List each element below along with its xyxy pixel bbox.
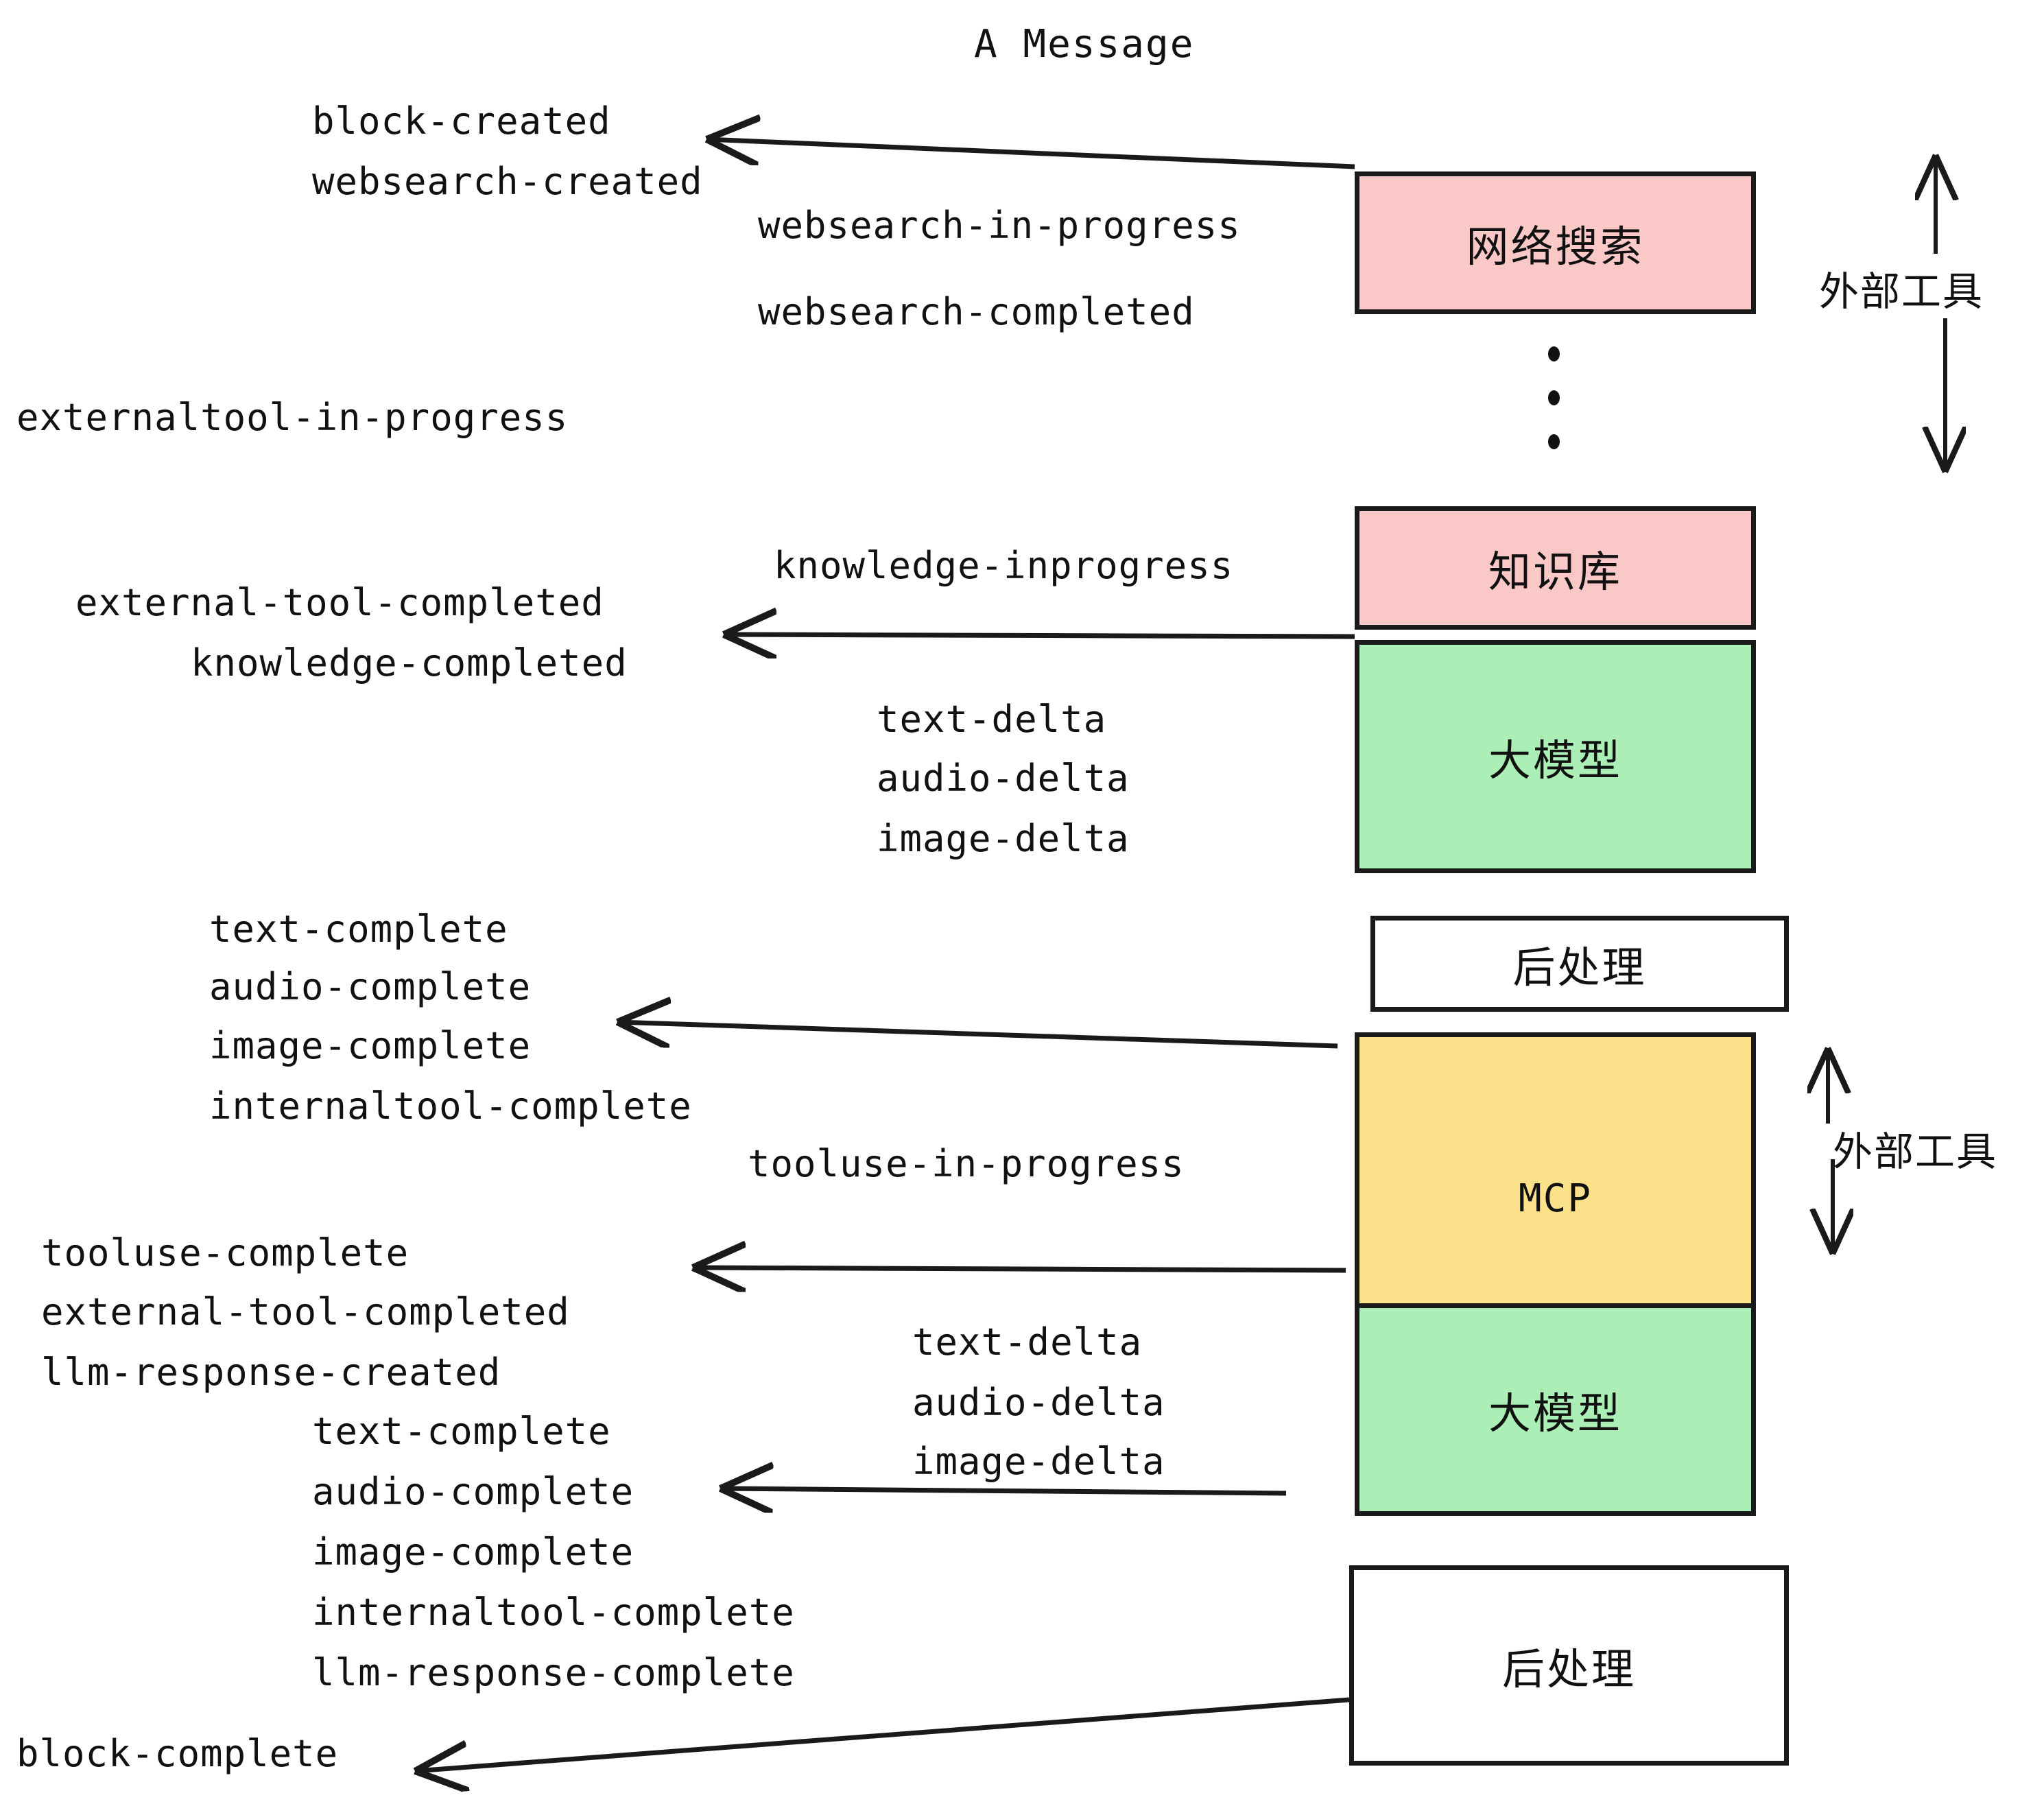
- event-label: audio-delta: [912, 1381, 1165, 1424]
- event-label: tooluse-complete: [41, 1231, 409, 1274]
- node-llm2: 大模型: [1355, 1303, 1756, 1516]
- event-label: llm-response-created: [41, 1351, 501, 1394]
- event-label: audio-complete: [209, 965, 532, 1008]
- event-label: block-complete: [16, 1732, 339, 1775]
- event-label: audio-complete: [312, 1470, 634, 1513]
- event-label: knowledge-completed: [191, 641, 628, 685]
- event-label: text-complete: [209, 907, 508, 951]
- event-label: image-complete: [312, 1530, 634, 1574]
- post2-to-audio-complete-arrow: [720, 1488, 1287, 1493]
- event-label: image-delta: [912, 1440, 1165, 1483]
- event-label: websearch-created: [312, 160, 703, 203]
- event-label: image-complete: [209, 1024, 532, 1067]
- ellipsis-dot: [1547, 390, 1560, 405]
- event-label: text-delta: [877, 698, 1107, 741]
- post2-to-block-complete-arrow: [415, 1697, 1350, 1771]
- event-label: audio-delta: [877, 757, 1130, 800]
- ellipsis-dot: [1547, 434, 1560, 449]
- event-label: websearch-in-progress: [758, 204, 1241, 247]
- llm2-to-tooluse-complete-arrow: [693, 1268, 1346, 1270]
- event-label: internaltool-complete: [209, 1084, 692, 1128]
- vertical-ellipsis-icon: [1547, 346, 1560, 449]
- node-knowledge: 知识库: [1355, 506, 1756, 630]
- event-label: text-complete: [312, 1410, 611, 1453]
- event-label: external-tool-completed: [75, 581, 604, 624]
- mcp-to-image-complete-arrow: [617, 1022, 1338, 1049]
- external-tool-bracket-label: 外部工具: [1833, 1128, 1998, 1175]
- event-label: image-delta: [877, 817, 1130, 860]
- event-label: knowledge-inprogress: [774, 544, 1234, 587]
- event-label: externaltool-in-progress: [16, 396, 569, 439]
- ellipsis-dot: [1547, 346, 1560, 361]
- node-post1: 后处理: [1370, 916, 1789, 1012]
- event-label: websearch-completed: [758, 290, 1195, 333]
- websearch-to-block-created-arrow: [706, 139, 1355, 169]
- event-label: internaltool-complete: [312, 1591, 795, 1634]
- event-label: text-delta: [912, 1320, 1143, 1364]
- event-label: llm-response-complete: [312, 1651, 795, 1694]
- node-llm1: 大模型: [1355, 640, 1756, 873]
- node-websearch: 网络搜索: [1355, 171, 1756, 314]
- event-label: tooluse-in-progress: [748, 1142, 1185, 1185]
- node-post2: 后处理: [1349, 1565, 1789, 1766]
- event-label: block-created: [312, 99, 611, 143]
- external-tool-bracket-label: 外部工具: [1819, 268, 1984, 315]
- llm1-to-knowledge-completed-arrow: [724, 634, 1355, 637]
- event-label: external-tool-completed: [41, 1290, 570, 1333]
- page-title: A Message: [974, 22, 1195, 67]
